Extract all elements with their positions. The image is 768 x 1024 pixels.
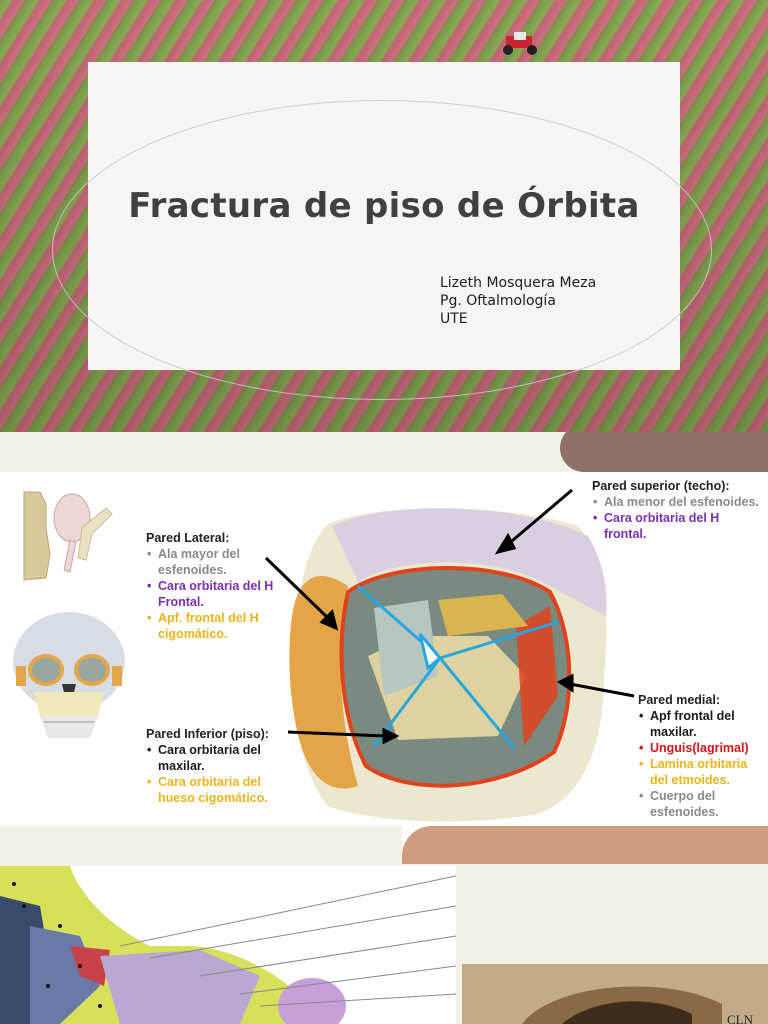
pared-lateral-item: Ala mayor del esfenoides.: [147, 546, 280, 578]
label-pared-medial: Pared medial: Apf frontal del maxilar. U…: [638, 692, 766, 820]
tractor-image: [503, 32, 537, 55]
skull-image: [13, 612, 125, 738]
pared-medial-item: Apf frontal del maxilar.: [639, 708, 766, 740]
photo-corner-label: CLN: [727, 1012, 753, 1024]
label-pared-inferior: Pared Inferior (piso): Cara orbitaria de…: [146, 726, 286, 806]
pared-superior-item: Cara orbitaria del H frontal.: [593, 510, 764, 542]
author-program: Pg. Oftalmología: [440, 293, 556, 309]
pared-superior-item: Ala menor del esfenoides.: [593, 494, 764, 510]
label-pared-superior-heading: Pared superior (techo):: [592, 479, 730, 493]
label-pared-medial-heading: Pared medial:: [638, 693, 720, 707]
orbit-diagram: [289, 508, 607, 822]
decorative-blob-bottom: [402, 826, 768, 864]
decorative-blob-top: [560, 432, 768, 472]
pared-inferior-item: Cara orbitaria del maxilar.: [147, 742, 286, 774]
author-block: Lizeth Mosquera Meza Pg. Oftalmología UT…: [440, 274, 596, 328]
pared-lateral-item: Apf. frontal del H cigomático.: [147, 610, 280, 642]
label-pared-lateral: Pared Lateral: Ala mayor del esfenoides.…: [146, 530, 280, 642]
slide-2-orbit-anatomy[interactable]: Pared superior (techo): Ala menor del es…: [0, 432, 768, 864]
author-name: Lizeth Mosquera Meza: [440, 275, 597, 291]
pared-lateral-item: Cara orbitaria del H Frontal.: [147, 578, 280, 610]
slide-1-title[interactable]: Fractura de piso de Órbita Lizeth Mosque…: [0, 0, 768, 432]
label-pared-inferior-heading: Pared Inferior (piso):: [146, 727, 269, 741]
bone-sketch-image: [23, 491, 113, 581]
facial-bones-illustration: [0, 866, 456, 1024]
slide-title: Fractura de piso de Órbita: [128, 186, 640, 226]
facial-bones-diagram: [0, 866, 456, 1024]
label-pared-superior: Pared superior (techo): Ala menor del es…: [592, 478, 764, 542]
slide-3-partial[interactable]: CLN: [0, 864, 768, 1024]
pared-medial-item: Lamina orbitaria del etmoides.: [639, 756, 766, 788]
author-institution: UTE: [440, 311, 468, 327]
pared-medial-item: Cuerpo del esfenoides.: [639, 788, 766, 820]
orbit-photo: [462, 964, 768, 1024]
pared-medial-item: Unguis(lagrimal): [639, 740, 766, 756]
decorative-ellipse: [52, 100, 712, 400]
slide-bottom-band: [0, 826, 402, 864]
orbit-photo-illustration: [462, 964, 768, 1024]
label-pared-lateral-heading: Pared Lateral:: [146, 531, 230, 545]
pared-inferior-item: Cara orbitaria del hueso cigomático.: [147, 774, 286, 806]
